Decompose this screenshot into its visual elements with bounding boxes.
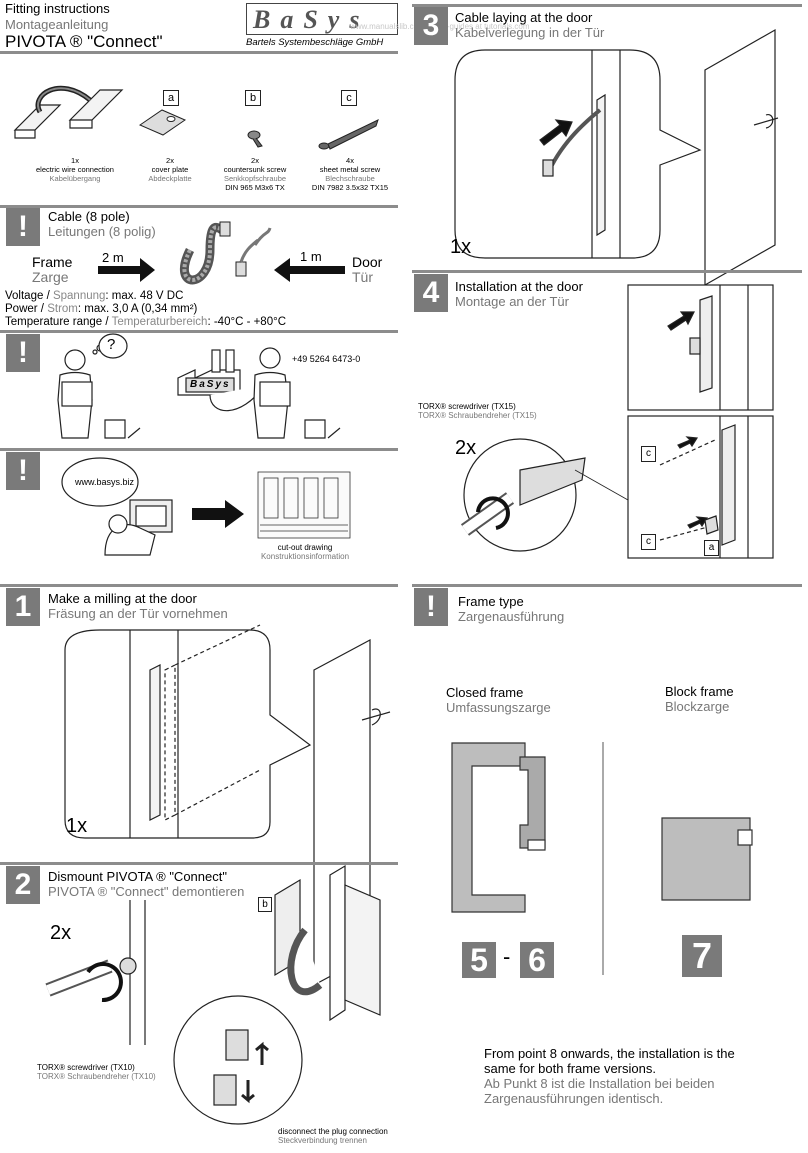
step4-rule: [412, 270, 802, 273]
cable-title-en: Cable (8 pole): [48, 209, 130, 224]
countersunk-screw-drawing: [247, 130, 263, 148]
spec-voltage: Voltage / Spannung: max. 48 V DC: [5, 290, 184, 302]
sheet-metal-screw-drawing: [318, 119, 379, 150]
step2-part-letter: b: [258, 897, 272, 912]
part-letter-b: b: [245, 90, 261, 106]
closed-frame-en: Closed frame: [446, 685, 524, 700]
arrow-right-icon: [192, 500, 244, 528]
block-frame-step-7: 7: [682, 935, 722, 977]
part-letter-c: c: [341, 90, 357, 106]
confused-person-drawing: [57, 333, 141, 439]
door-label-en: Door: [352, 254, 383, 270]
frametype-title-en: Frame type: [458, 594, 524, 609]
company-name: Bartels Systembeschläge GmbH: [246, 37, 384, 48]
header-rule: [0, 51, 398, 54]
step4-title-en: Installation at the door: [455, 279, 583, 294]
closed-frame-step-5: 5: [462, 942, 496, 978]
support-warning-icon: !: [6, 334, 40, 372]
web-rule: [0, 448, 398, 451]
step3-rule: [412, 4, 802, 7]
question-mark: ?: [107, 336, 116, 353]
step2-drawing: [45, 864, 381, 1125]
frametype-warning-icon: !: [414, 588, 448, 626]
step1-title-de: Fräsung an der Tür vornehmen: [48, 606, 228, 621]
support-phone: +49 5264 6473-0: [292, 354, 361, 364]
step2-tool: TORX® screwdriver (TX10)TORX® Schraubend…: [37, 1063, 156, 1081]
cover-plate-drawing: [138, 109, 187, 136]
warning-icon: !: [6, 208, 40, 246]
step4-letter-c-bottom: c: [641, 534, 656, 550]
step2-count: 2x: [50, 922, 72, 944]
cable-title-de: Leitungen (8 polig): [48, 224, 156, 239]
web-url: www.basys.biz: [75, 477, 135, 487]
spec-power: Power / Strom: max. 3,0 A (0,34 mm²): [5, 303, 198, 315]
step3-title-de: Kabelverlegung in der Tür: [455, 25, 605, 40]
door-cable-length: 1 m: [300, 249, 322, 264]
block-frame-en: Block frame: [665, 684, 734, 699]
step3-drawing: [454, 28, 779, 287]
spec-temperature: Temperature range / Temperaturbereich: -…: [5, 316, 286, 328]
step4-letter-c-top: c: [641, 446, 656, 462]
door-label-de: Tür: [352, 269, 373, 285]
frametype-note-en: From point 8 onwards, the installation i…: [484, 1046, 735, 1076]
step1-title-en: Make a milling at the door: [48, 591, 197, 606]
frame-label-de: Zarge: [32, 269, 69, 285]
step2-number: 2: [6, 866, 40, 904]
step2-title-de: PIVOTA ® "Connect" demontieren: [48, 884, 245, 899]
title-de: Montageanleitung: [5, 17, 109, 32]
frametype-title-de: Zargenausführung: [458, 609, 565, 624]
closed-frame-drawing: [451, 742, 546, 913]
step3-count: 1x: [450, 236, 472, 258]
step4-count: 2x: [455, 437, 477, 459]
cable-rule: [0, 205, 398, 208]
wire-connection-drawing: [13, 85, 124, 139]
web-person-drawing: [61, 457, 173, 556]
frametype-note-de: Ab Punkt 8 ist die Installation bei beid…: [484, 1076, 715, 1106]
step1-door-drawing: [64, 624, 391, 987]
closed-frame-dash: -: [503, 944, 511, 969]
support-rule: [0, 330, 398, 333]
step4-title-de: Montage an der Tür: [455, 294, 569, 309]
block-frame-drawing: [661, 817, 753, 901]
basys-logo: BaSys: [246, 3, 398, 35]
step2-title-en: Dismount PIVOTA ® "Connect": [48, 869, 227, 884]
step4-letter-a: a: [704, 540, 719, 556]
cable-coil-drawing: [180, 221, 272, 285]
step4-number: 4: [414, 274, 448, 312]
step3-number: 3: [414, 7, 448, 45]
part-letter-a: a: [163, 90, 179, 106]
web-warning-icon: !: [6, 452, 40, 490]
frame-cable-length: 2 m: [102, 250, 124, 265]
step1-rule: [0, 584, 398, 587]
spec-list: Voltage / Spannung: max. 48 V DC Power /…: [5, 290, 286, 329]
step4-tool: TORX® screwdriver (TX15)TORX® Schraubend…: [418, 402, 537, 420]
step4-drawing: [460, 284, 774, 559]
step3-title-en: Cable laying at the door: [455, 10, 593, 25]
frametype-rule: [412, 584, 802, 587]
step2-rule: [0, 862, 398, 865]
closed-frame-de: Umfassungszarge: [446, 700, 551, 715]
cutout-drawing-image: [257, 471, 351, 539]
block-frame-de: Blockzarge: [665, 699, 730, 714]
step1-count: 1x: [66, 815, 88, 837]
title-en: Fitting instructions: [5, 1, 110, 16]
frame-label-en: Frame: [32, 254, 73, 270]
product-title: PIVOTA ® "Connect": [5, 32, 163, 51]
closed-frame-step-6: 6: [520, 942, 554, 978]
step1-number: 1: [6, 588, 40, 626]
factory-logo: BaSys: [190, 379, 231, 390]
